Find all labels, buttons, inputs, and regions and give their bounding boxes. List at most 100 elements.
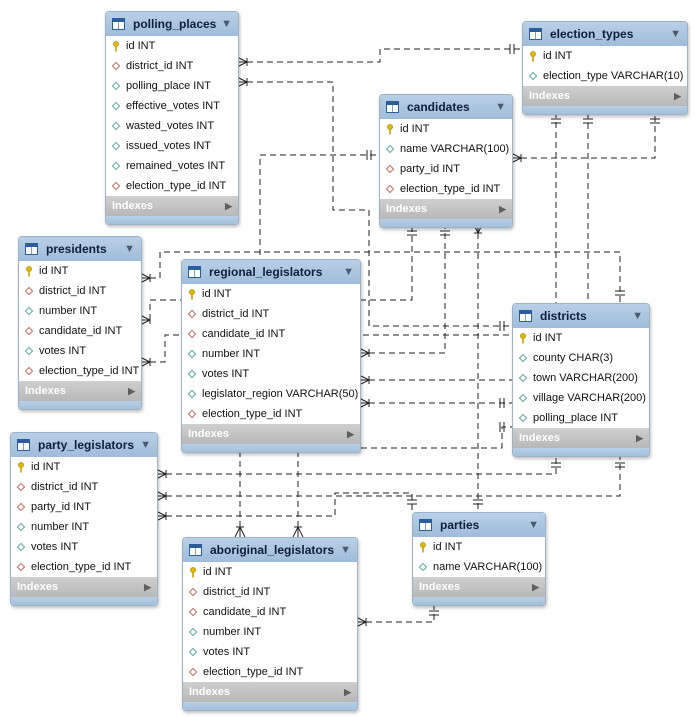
column-row[interactable]: votes INT xyxy=(183,642,357,662)
column-row[interactable]: number INT xyxy=(182,344,360,364)
relationship-party-legislators-to-parties[interactable] xyxy=(155,492,417,522)
column-row[interactable]: number INT xyxy=(11,517,157,537)
relationship-aboriginal-legislators-to-election-types[interactable] xyxy=(355,603,439,628)
column-row[interactable]: name VARCHAR(100) xyxy=(413,557,545,577)
column-row[interactable]: election_type_id INT xyxy=(11,557,157,577)
column-row[interactable]: candidate_id INT xyxy=(183,602,357,622)
collapse-toggle-icon[interactable]: ▼ xyxy=(124,243,135,255)
collapse-toggle-icon[interactable]: ▼ xyxy=(343,266,354,278)
relationship-aboriginal-legislators-to-districts[interactable] xyxy=(234,422,512,538)
column-row[interactable]: issued_votes INT xyxy=(106,136,238,156)
indexes-section[interactable]: Indexes▶ xyxy=(19,381,141,401)
table-header[interactable]: regional_legislators▼ xyxy=(182,260,360,284)
collapse-toggle-icon[interactable]: ▼ xyxy=(670,28,681,40)
column-row[interactable]: wasted_votes INT xyxy=(106,116,238,136)
indexes-section[interactable]: Indexes▶ xyxy=(106,196,238,216)
indexes-section[interactable]: Indexes▶ xyxy=(523,86,687,106)
expand-arrow-icon[interactable]: ▶ xyxy=(144,581,151,592)
column-row[interactable]: id INT xyxy=(380,119,512,139)
table-header[interactable]: districts▼ xyxy=(513,304,649,328)
indexes-section[interactable]: Indexes▶ xyxy=(183,682,357,702)
collapse-toggle-icon[interactable]: ▼ xyxy=(340,544,351,556)
table-header[interactable]: election_types▼ xyxy=(523,22,687,46)
expand-arrow-icon[interactable]: ▶ xyxy=(347,428,354,439)
table-header[interactable]: presidents▼ xyxy=(19,237,141,261)
table-header[interactable]: candidates▼ xyxy=(380,95,512,119)
expand-arrow-icon[interactable]: ▶ xyxy=(499,203,506,214)
relationship-candidates-to-parties[interactable] xyxy=(472,222,484,512)
table-header[interactable]: aboriginal_legislators▼ xyxy=(183,538,357,562)
column-row[interactable]: candidate_id INT xyxy=(182,324,360,344)
relationship-regional-legislators-to-districts[interactable] xyxy=(358,397,512,409)
collapse-toggle-icon[interactable]: ▼ xyxy=(495,101,506,113)
column-row[interactable]: village VARCHAR(200) xyxy=(513,388,649,408)
column-row[interactable]: election_type_id INT xyxy=(182,404,360,424)
column-row[interactable]: id INT xyxy=(513,328,649,348)
column-row[interactable]: id INT xyxy=(182,284,360,304)
column-row[interactable]: number INT xyxy=(19,301,141,321)
column-row[interactable]: election_type VARCHAR(10) xyxy=(523,66,687,86)
column-row[interactable]: election_type_id INT xyxy=(183,662,357,682)
indexes-section[interactable]: Indexes▶ xyxy=(11,577,157,597)
column-row[interactable]: name VARCHAR(100) xyxy=(380,139,512,159)
column-row[interactable]: polling_place INT xyxy=(106,76,238,96)
collapse-toggle-icon[interactable]: ▼ xyxy=(221,18,232,30)
column-row[interactable]: votes INT xyxy=(182,364,360,384)
column-row[interactable]: number INT xyxy=(183,622,357,642)
column-row[interactable]: id INT xyxy=(19,261,141,281)
indexes-section[interactable]: Indexes▶ xyxy=(513,428,649,448)
collapse-toggle-icon[interactable]: ▼ xyxy=(632,310,643,322)
column-row[interactable]: district_id INT xyxy=(182,304,360,324)
expand-arrow-icon[interactable]: ▶ xyxy=(344,686,351,697)
expand-arrow-icon[interactable]: ▶ xyxy=(225,200,232,211)
relationship-aboriginal-legislators-to-candidates[interactable] xyxy=(259,150,379,538)
column-row[interactable]: legislator_region VARCHAR(50) xyxy=(182,384,360,404)
column-row[interactable]: county CHAR(3) xyxy=(513,348,649,368)
column-row[interactable]: election_type_id INT xyxy=(380,179,512,199)
column-row[interactable]: polling_place INT xyxy=(513,408,649,428)
relationship-party-legislators-to-election-types[interactable] xyxy=(155,455,625,502)
column-row[interactable]: party_id INT xyxy=(11,497,157,517)
relationship-polling-places-to-districts[interactable] xyxy=(236,76,512,331)
expand-arrow-icon[interactable]: ▶ xyxy=(128,385,135,396)
collapse-toggle-icon[interactable]: ▼ xyxy=(140,439,151,451)
expand-arrow-icon[interactable]: ▶ xyxy=(532,581,539,592)
relationship-regional-legislators-to-candidates[interactable] xyxy=(358,223,450,359)
column-row[interactable]: id INT xyxy=(183,562,357,582)
column-row[interactable]: effective_votes INT xyxy=(106,96,238,116)
column-row[interactable]: id INT xyxy=(523,46,687,66)
indexes-section[interactable]: Indexes▶ xyxy=(380,199,512,219)
expand-arrow-icon[interactable]: ▶ xyxy=(636,432,643,443)
column-row[interactable]: id INT xyxy=(106,36,238,56)
indexes-section[interactable]: Indexes▶ xyxy=(413,577,545,597)
expand-arrow-icon[interactable]: ▶ xyxy=(674,90,681,101)
column-row[interactable]: candidate_id INT xyxy=(19,321,141,341)
table-header[interactable]: polling_places▼ xyxy=(106,12,238,36)
relationship-polling-places-to-election-types[interactable] xyxy=(236,44,522,68)
table-header[interactable]: parties▼ xyxy=(413,513,545,537)
column-row[interactable]: district_id INT xyxy=(19,281,141,301)
column-row[interactable]: party_id INT xyxy=(380,159,512,179)
column-row[interactable]: election_type_id INT xyxy=(106,176,238,196)
column-row[interactable]: district_id INT xyxy=(183,582,357,602)
table-header[interactable]: party_legislators▼ xyxy=(11,433,157,457)
column-row[interactable]: id INT xyxy=(413,537,545,557)
column-row[interactable]: district_id INT xyxy=(106,56,238,76)
column-row[interactable]: town VARCHAR(200) xyxy=(513,368,649,388)
column-row[interactable]: votes INT xyxy=(19,341,141,361)
column-row[interactable]: id INT xyxy=(11,457,157,477)
indexes-section[interactable]: Indexes▶ xyxy=(182,424,360,444)
collapse-toggle-icon[interactable]: ▼ xyxy=(528,519,539,531)
column-row[interactable]: remained_votes INT xyxy=(106,156,238,176)
column-row[interactable]: election_type_id INT xyxy=(19,361,141,381)
column-row[interactable]: votes INT xyxy=(11,537,157,557)
